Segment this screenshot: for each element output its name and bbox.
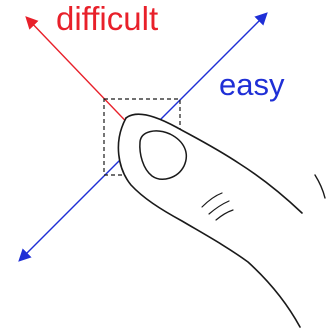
difficult-label: difficult <box>56 2 158 35</box>
easy-label: easy <box>219 69 284 100</box>
finger-icon <box>118 114 327 329</box>
